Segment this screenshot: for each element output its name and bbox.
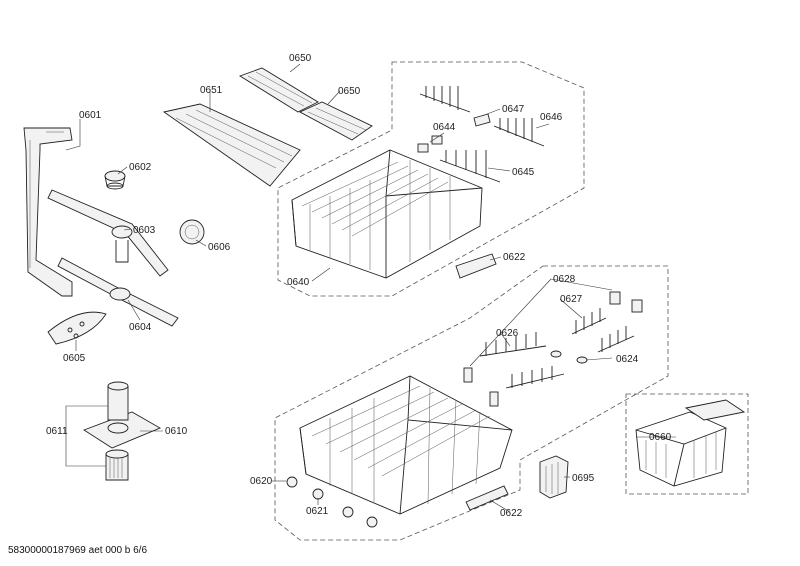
- lower-spray-arm-part: [57, 257, 179, 327]
- label-0647: 0647: [502, 104, 525, 115]
- label-0646: 0646: [540, 112, 563, 123]
- label-0603: 0603: [133, 225, 156, 236]
- label-0650-b: 0650: [338, 86, 361, 97]
- document-code: 58300000187969 aet 000 b 6/6: [8, 545, 147, 556]
- label-0605: 0605: [63, 353, 86, 364]
- part-labels: 0601 0602 0603 0604 0605 0606 0610 0611 …: [46, 53, 672, 519]
- cup-shelf-part-a: [238, 67, 319, 113]
- upper-spray-arm-part: [47, 189, 169, 277]
- label-0628: 0628: [553, 274, 576, 285]
- clip-part-0644: [417, 135, 443, 153]
- leader-lines: [65, 63, 676, 513]
- label-0620: 0620: [250, 476, 273, 487]
- tine-row-part-0627: [571, 308, 635, 353]
- filter-plate-part: [83, 381, 162, 449]
- round-filter-part: [179, 219, 205, 245]
- tine-row-part-0645: [439, 150, 501, 183]
- label-0610: 0610: [165, 426, 188, 437]
- label-0645: 0645: [512, 167, 535, 178]
- label-0604: 0604: [129, 322, 152, 333]
- label-0622-upper: 0622: [503, 252, 526, 263]
- clip-parts-0624: [550, 350, 588, 364]
- label-0624: 0624: [616, 354, 639, 365]
- label-0640: 0640: [287, 277, 310, 288]
- label-0611: 0611: [46, 426, 68, 437]
- tine-row-part-0646: [419, 86, 545, 147]
- label-0644: 0644: [433, 122, 456, 133]
- label-0660: 0660: [649, 432, 672, 443]
- label-0650-a: 0650: [289, 53, 312, 64]
- label-0627: 0627: [560, 294, 583, 305]
- lower-basket-part: [299, 375, 513, 515]
- cup-shelf-part-b: [298, 101, 373, 141]
- upper-basket-part: [291, 149, 483, 279]
- upper-basket-group-outline: [277, 61, 585, 297]
- cutlery-basket-part: [635, 399, 746, 487]
- label-0601: 0601: [79, 110, 102, 121]
- handle-part-0622-upper: [455, 253, 497, 279]
- spray-disc-part: [47, 311, 107, 345]
- label-0622-lower: 0622: [500, 508, 523, 519]
- label-0695: 0695: [572, 473, 595, 484]
- cutlery-basket-group-outline: [625, 393, 749, 495]
- tine-row-part-0626: [479, 332, 565, 389]
- small-cutlery-basket-part: [539, 455, 569, 499]
- wheel-parts-0621: [286, 476, 378, 528]
- label-0626: 0626: [496, 328, 519, 339]
- label-0651: 0651: [200, 85, 223, 96]
- label-0602: 0602: [129, 162, 152, 173]
- hinge-parts-0628: [463, 291, 643, 407]
- cutlery-tray-part: [162, 103, 301, 187]
- micro-filter-part: [105, 449, 129, 481]
- label-0621: 0621: [306, 506, 329, 517]
- label-0606: 0606: [208, 242, 231, 253]
- lower-basket-group-outline: [274, 265, 669, 541]
- handle-part-0622-lower: [465, 485, 509, 511]
- nozzle-part: [104, 170, 126, 190]
- water-pipe-part: [23, 127, 73, 297]
